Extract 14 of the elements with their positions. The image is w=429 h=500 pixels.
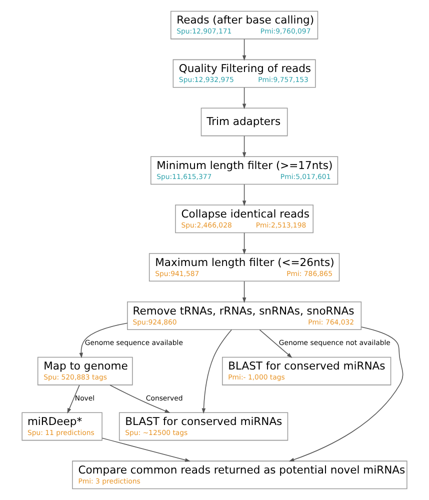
- arrow: [202, 329, 232, 414]
- arrow: [259, 329, 292, 358]
- arrow: [288, 326, 404, 462]
- arrow: [242, 232, 246, 255]
- arrow: [242, 136, 246, 158]
- arrow: [67, 384, 80, 414]
- arrow: [242, 281, 246, 303]
- arrow: [242, 38, 246, 61]
- arrow: [102, 438, 190, 462]
- arrow: [110, 384, 170, 413]
- arrow: [79, 322, 128, 358]
- node-box: Trim adapters: [200, 108, 288, 136]
- arrow: [242, 87, 246, 110]
- arrow: [242, 184, 246, 206]
